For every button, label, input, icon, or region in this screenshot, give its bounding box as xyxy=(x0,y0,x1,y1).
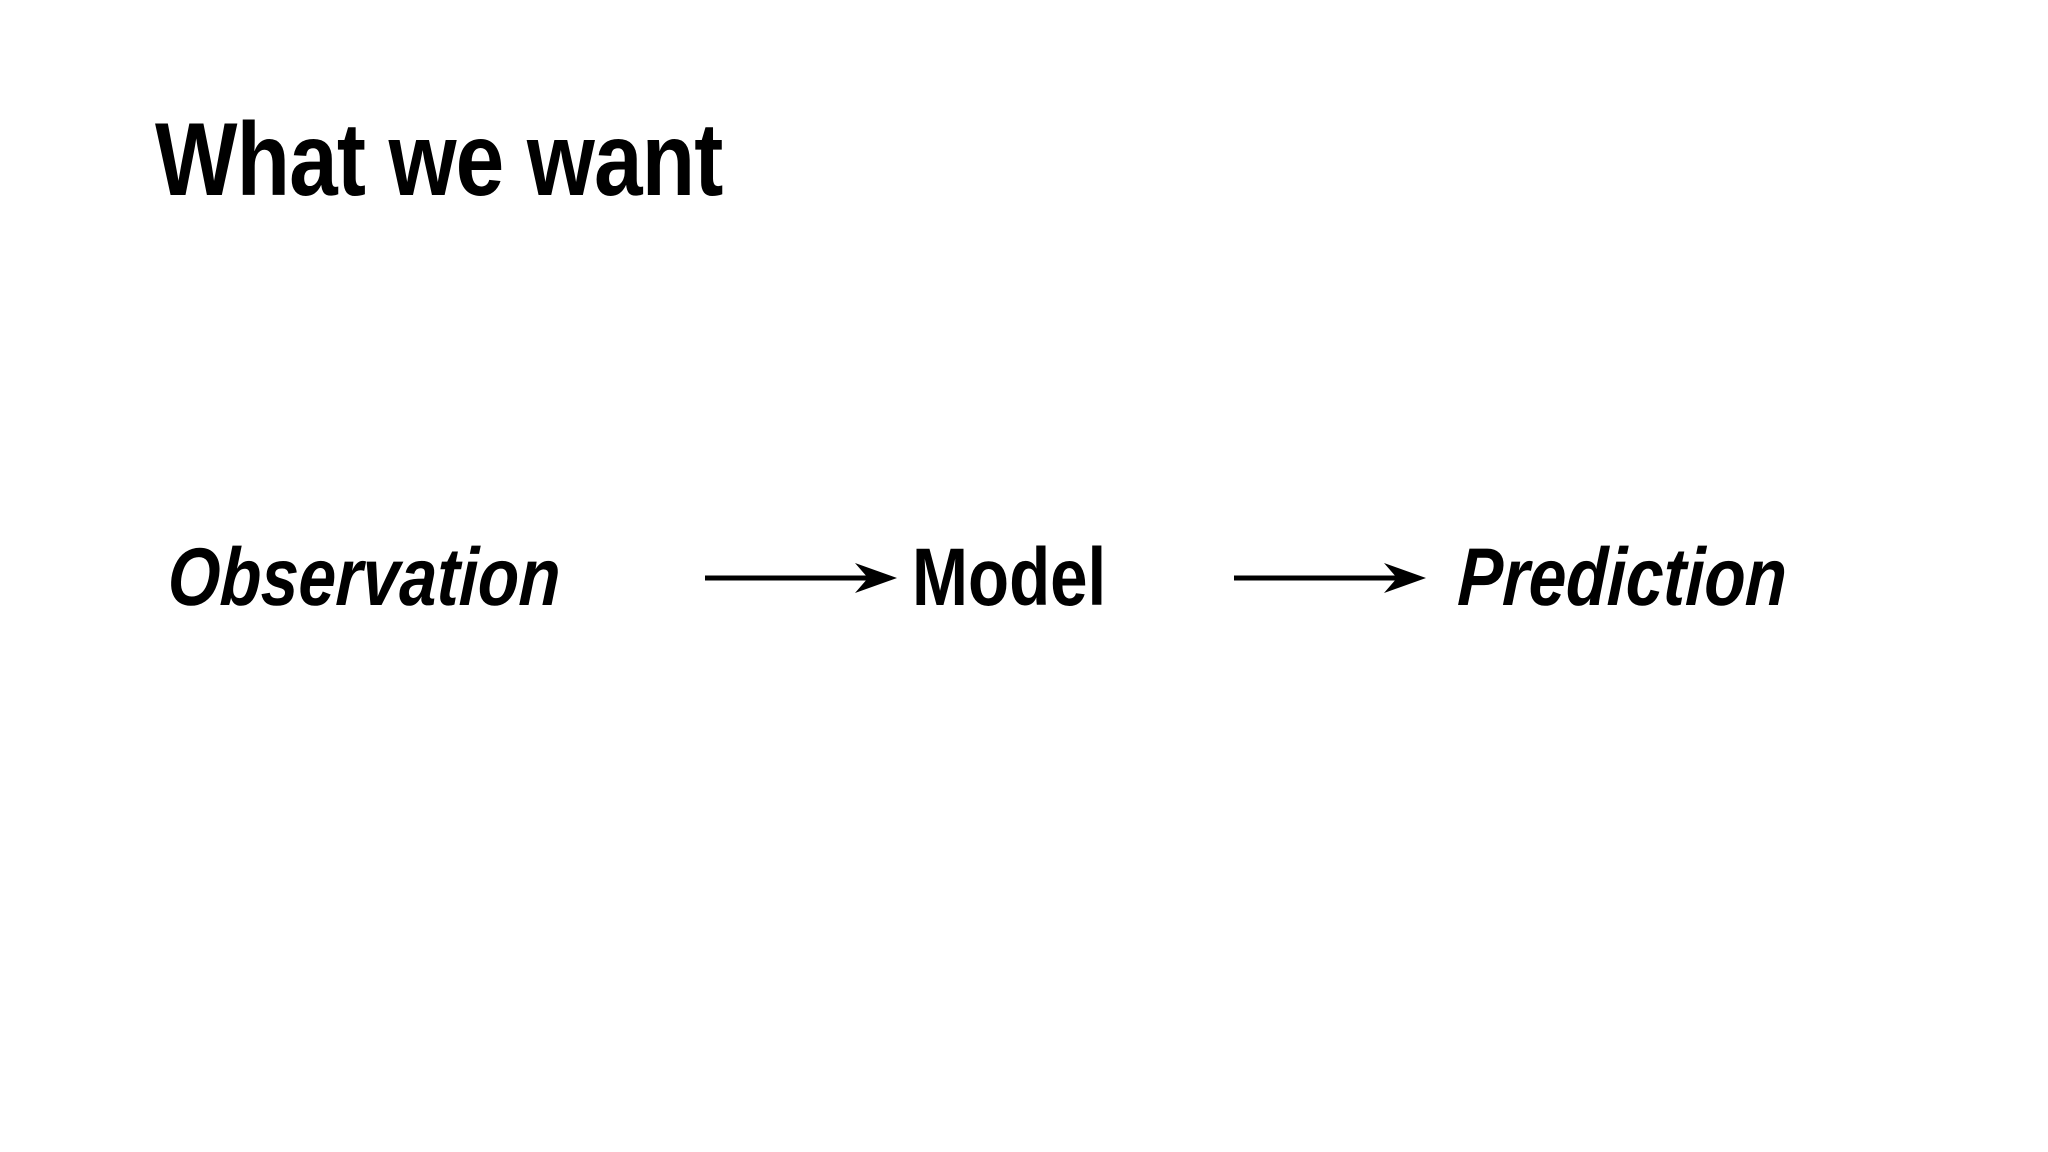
arrow-right-icon xyxy=(1234,563,1426,593)
flow-node-model-label: Model xyxy=(912,532,1107,623)
flow-node-model: Model xyxy=(912,498,1149,658)
arrow-observation-to-model xyxy=(705,498,897,658)
flow-node-observation-label: Observation xyxy=(166,532,563,623)
arrow-model-to-prediction xyxy=(1234,498,1426,658)
flow-node-prediction: Prediction xyxy=(1456,498,1859,658)
flow-diagram: Observation Model Prediction xyxy=(0,498,2048,658)
arrow-right-icon xyxy=(705,563,897,593)
flow-node-observation: Observation xyxy=(166,498,646,658)
page-title: What we want xyxy=(155,102,723,218)
flow-node-prediction-label: Prediction xyxy=(1456,532,1789,623)
